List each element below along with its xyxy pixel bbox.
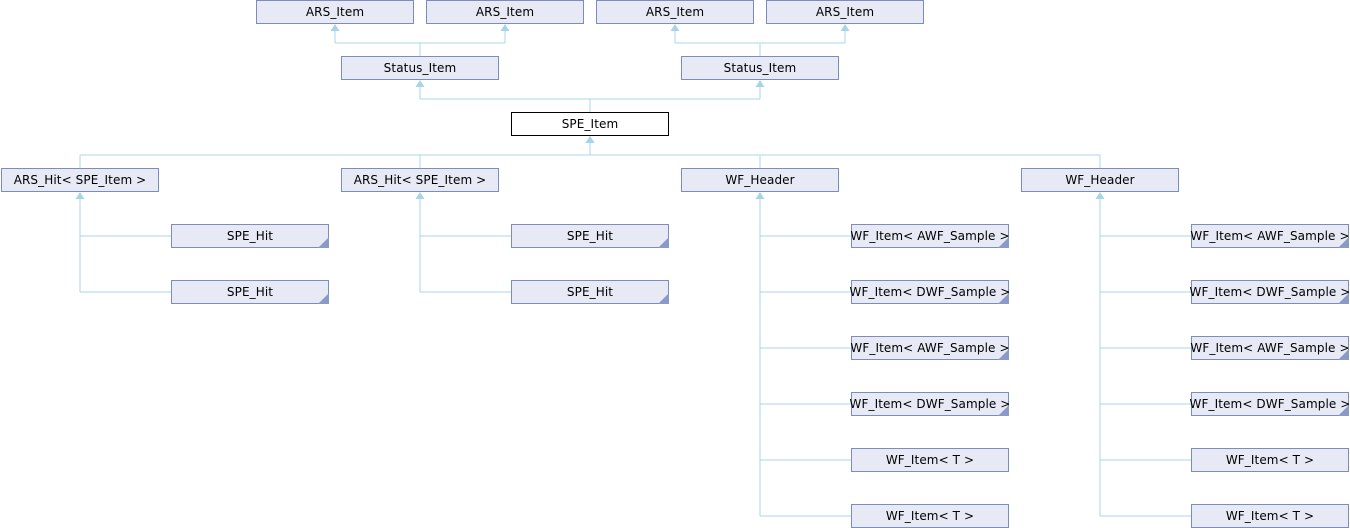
node-wf-item-dwf-sample[interactable]: WF_Item< DWF_Sample > (1189, 280, 1350, 304)
node-label: WF_Item< T > (1225, 453, 1315, 467)
node-wf-item-awf-sample[interactable]: WF_Item< AWF_Sample > (850, 224, 1010, 248)
node-ars-hit-spe-item[interactable]: ARS_Hit< SPE_Item > (341, 168, 499, 192)
edge-arrowhead (755, 80, 765, 87)
node-label: WF_Item< DWF_Sample > (1189, 397, 1350, 411)
node-label: WF_Item< AWF_Sample > (850, 341, 1010, 355)
node-ars-item[interactable]: ARS_Item (766, 0, 924, 24)
node-label: SPE_Item (561, 117, 619, 131)
node-spe-hit[interactable]: SPE_Hit (511, 280, 669, 304)
node-label: WF_Item< DWF_Sample > (849, 285, 1011, 299)
node-label: WF_Item< AWF_Sample > (1190, 341, 1350, 355)
edge-arrowhead (670, 24, 680, 31)
node-label: ARS_Item (645, 5, 705, 19)
edge-arrowhead (585, 136, 595, 143)
node-wf-item-dwf-sample[interactable]: WF_Item< DWF_Sample > (849, 280, 1011, 304)
node-label: WF_Item< AWF_Sample > (850, 229, 1010, 243)
node-label: WF_Item< AWF_Sample > (1190, 229, 1350, 243)
edge-arrowhead (330, 24, 340, 31)
node-wf-item-awf-sample[interactable]: WF_Item< AWF_Sample > (1190, 336, 1350, 360)
node-wf-item-t[interactable]: WF_Item< T > (1191, 448, 1349, 472)
node-wf-item-dwf-sample[interactable]: WF_Item< DWF_Sample > (849, 392, 1011, 416)
node-label: ARS_Hit< SPE_Item > (353, 173, 487, 187)
node-wf-item-t[interactable]: WF_Item< T > (851, 448, 1009, 472)
node-label: SPE_Hit (226, 285, 274, 299)
edge-arrowhead (585, 136, 595, 143)
node-wf-item-awf-sample[interactable]: WF_Item< AWF_Sample > (1190, 224, 1350, 248)
edge-arrowhead (500, 24, 510, 31)
node-label: ARS_Item (815, 5, 875, 19)
node-label: WF_Item< T > (885, 453, 975, 467)
node-label: ARS_Item (305, 5, 365, 19)
node-label: SPE_Hit (226, 229, 274, 243)
node-label: ARS_Item (475, 5, 535, 19)
edge-arrowhead (585, 136, 595, 143)
node-label: Status_Item (383, 61, 457, 75)
node-wf-item-dwf-sample[interactable]: WF_Item< DWF_Sample > (1189, 392, 1350, 416)
node-spe-item-current[interactable]: SPE_Item (511, 112, 669, 136)
edge-arrowhead (415, 192, 425, 199)
node-label: Status_Item (723, 61, 797, 75)
node-label: WF_Item< T > (1225, 509, 1315, 523)
node-ars-item[interactable]: ARS_Item (256, 0, 414, 24)
node-wf-header[interactable]: WF_Header (1021, 168, 1179, 192)
node-spe-hit[interactable]: SPE_Hit (171, 280, 329, 304)
node-wf-item-t[interactable]: WF_Item< T > (1191, 504, 1349, 528)
edge-arrowhead (75, 192, 85, 199)
edge-arrowhead (840, 24, 850, 31)
node-ars-hit-spe-item[interactable]: ARS_Hit< SPE_Item > (1, 168, 159, 192)
node-label: ARS_Hit< SPE_Item > (13, 173, 147, 187)
node-ars-item[interactable]: ARS_Item (596, 0, 754, 24)
node-label: SPE_Hit (566, 229, 614, 243)
node-label: WF_Item< DWF_Sample > (849, 397, 1011, 411)
node-wf-item-t[interactable]: WF_Item< T > (851, 504, 1009, 528)
node-label: WF_Item< DWF_Sample > (1189, 285, 1350, 299)
node-label: WF_Item< T > (885, 509, 975, 523)
node-status-item[interactable]: Status_Item (341, 56, 499, 80)
edge-arrowhead (1095, 192, 1105, 199)
node-spe-hit[interactable]: SPE_Hit (511, 224, 669, 248)
edge-arrowhead (585, 136, 595, 143)
node-label: WF_Header (1065, 173, 1135, 187)
node-wf-header[interactable]: WF_Header (681, 168, 839, 192)
edge-arrowhead (415, 80, 425, 87)
node-ars-item[interactable]: ARS_Item (426, 0, 584, 24)
node-status-item[interactable]: Status_Item (681, 56, 839, 80)
node-label: SPE_Hit (566, 285, 614, 299)
node-label: WF_Header (725, 173, 795, 187)
node-spe-hit[interactable]: SPE_Hit (171, 224, 329, 248)
node-wf-item-awf-sample[interactable]: WF_Item< AWF_Sample > (850, 336, 1010, 360)
edge-arrowhead (755, 192, 765, 199)
